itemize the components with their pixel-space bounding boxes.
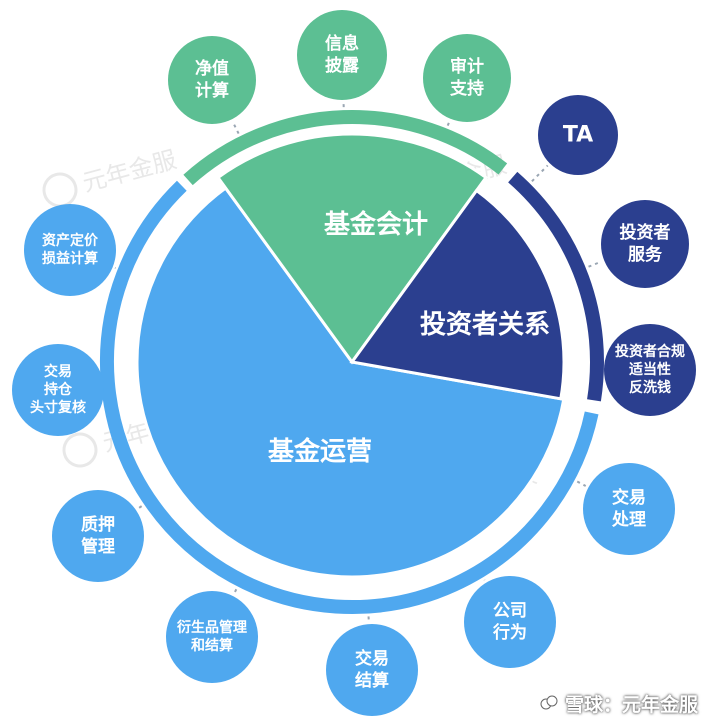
node-label-line: 披露 [325,55,360,76]
node-label-line: 行为 [492,622,527,643]
slice-label-operations: 基金运营 [268,436,372,467]
watermark-0: 元年金服 [42,145,180,208]
node-label-line: 交易 [612,487,646,508]
node-label-line: 信息 [325,33,359,54]
node-label-line: 公司 [493,601,527,621]
node-label-line: 处理 [611,509,646,530]
node-circle [601,200,689,288]
node-label-line: 反洗钱 [629,379,671,396]
node-label-line: 资产定价 [42,232,99,249]
node-circle [464,576,556,668]
node-label-line: 净值 [195,58,229,79]
node-circle [52,490,144,582]
node-label-line: 支持 [450,78,484,99]
slice-label-investor: 投资者关系 [420,310,550,340]
connector-derivatives [233,588,238,594]
slice-label-accounting: 基金会计 [324,209,428,240]
node-label-line: TA [563,123,593,148]
node-circle [326,624,418,716]
node-label-line: 头寸复核 [30,399,86,416]
node-layer: 净值计算信息披露审计支持TA投资者服务投资者合规适当性反洗钱交易处理公司行为交易… [12,10,696,716]
connector-investor-service [588,260,602,268]
snowball-icon [539,693,559,713]
watermark-logo-icon [62,432,98,468]
node-label-line: 管理 [81,536,115,557]
node-label-line: 服务 [628,244,663,265]
ring-arc-operations [100,180,599,614]
watermark-text: 元年金服 [80,145,180,197]
slice-accounting [215,132,489,365]
node-label-line: 投资者 [620,222,671,243]
node-ta: TA [538,95,618,175]
node-label-line: 投资者合规 [615,343,685,360]
node-circle [538,95,618,175]
node-circle [24,204,116,296]
outer-ring [100,110,604,614]
footer-brand: 雪球：元年金服 [539,689,698,717]
connector-collateral [137,505,143,510]
node-circle [423,34,511,122]
node-label-line: 损益计算 [42,250,98,267]
connector-trade-processing [576,480,587,487]
slice-investor [349,188,566,401]
pie-chart [135,132,566,579]
slice-operations [135,185,566,579]
node-circle [583,463,675,555]
node-circle [297,10,387,100]
node-label-line: 持仓 [44,381,73,398]
node-label-line: 适当性 [629,361,671,378]
node-label-line: 结算 [355,670,389,691]
node-circle [604,324,696,416]
connector-ta [531,164,549,182]
node-label-line: 交易 [355,648,389,669]
node-label-line: 交易 [44,363,72,380]
connector-audit-support [446,121,451,127]
ring-arc-accounting [183,110,508,186]
ring-arc-investor [508,171,604,402]
node-circle [168,36,256,124]
node-label-line: 衍生品管理 [176,619,247,636]
node-circle [166,591,258,683]
node-label-line: 和结算 [191,637,233,654]
watermark-logo-icon [42,172,78,208]
node-circle [12,344,104,436]
node-label-line: 审计 [450,56,484,77]
node-label-line: 计算 [195,80,229,101]
footer-text: 雪球：元年金服 [564,693,698,716]
node-label-line: 质押 [81,514,115,535]
connector-nav-calc [232,121,240,135]
